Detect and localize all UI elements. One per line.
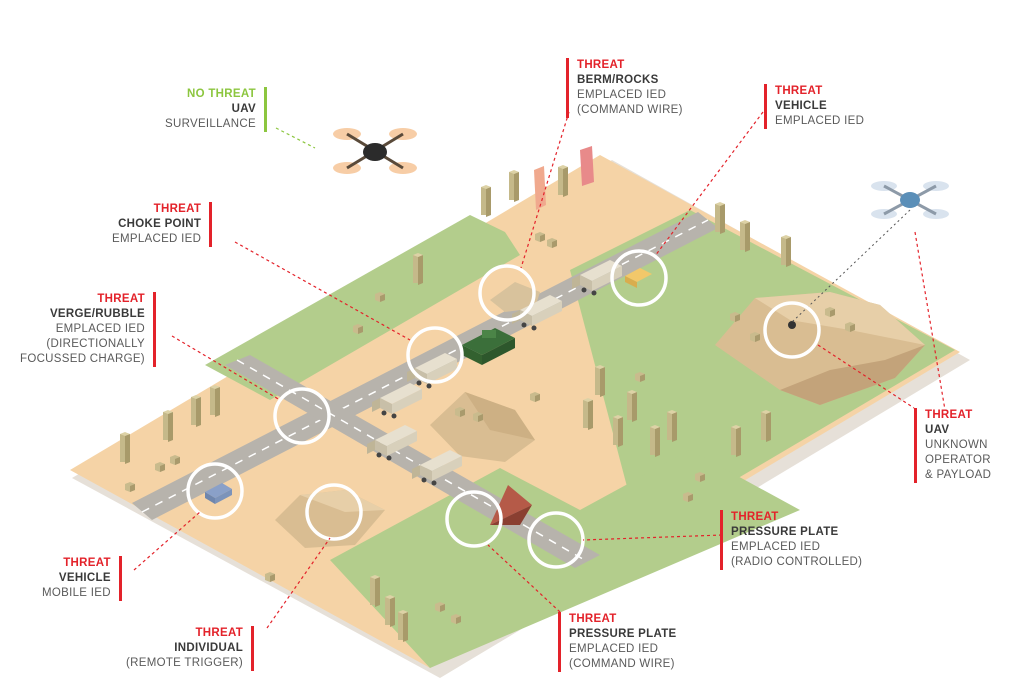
callout-choke-point: THREAT CHOKE POINT EMPLACED IED xyxy=(112,202,213,247)
berm-mound xyxy=(490,282,540,312)
callout-desc: (REMOTE TRIGGER) xyxy=(126,657,244,669)
callout-desc: (COMMAND WIRE) xyxy=(569,658,675,670)
callout-uav-surveillance: NO THREAT UAV SURVEILLANCE xyxy=(165,87,267,132)
callout-vehicle-emplaced: THREAT VEHICLE EMPLACED IED xyxy=(764,84,864,129)
callout-status: THREAT xyxy=(731,511,779,523)
callout-status: THREAT xyxy=(195,627,244,639)
callout-status: THREAT xyxy=(153,203,202,215)
callout-status: THREAT xyxy=(577,59,625,71)
callout-desc: UNKNOWN xyxy=(925,439,988,451)
callout-desc: EMPLACED IED xyxy=(775,115,865,127)
threat-ring-vehicle xyxy=(610,249,668,307)
callout-berm-rocks: THREAT BERM/ROCKS EMPLACED IED (COMMAND … xyxy=(566,58,683,118)
callout-desc: FOCUSSED CHARGE) xyxy=(20,353,145,365)
callout-vehicle-mobile: THREAT VEHICLE MOBILE IED xyxy=(42,556,122,601)
callout-type: VEHICLE xyxy=(775,100,827,112)
callout-desc: MOBILE IED xyxy=(42,587,111,599)
grass-area-left xyxy=(205,215,520,400)
callout-type: CHOKE POINT xyxy=(118,218,202,230)
threat-ring-verge xyxy=(273,387,331,445)
threat-ring-choke-point xyxy=(406,326,464,384)
callout-desc: EMPLACED IED xyxy=(112,233,202,245)
uav-surveillance-drone xyxy=(333,128,417,174)
callout-desc: SURVEILLANCE xyxy=(165,118,256,130)
threat-ring-berm xyxy=(478,264,536,322)
callout-individual: THREAT INDIVIDUAL (REMOTE TRIGGER) xyxy=(126,626,255,671)
callout-type: UAV xyxy=(925,424,950,436)
callout-type: PRESSURE PLATE xyxy=(731,526,839,538)
callout-type: UAV xyxy=(231,103,256,115)
callout-status: NO THREAT xyxy=(187,88,256,100)
callout-verge-rubble: THREAT VERGE/RUBBLE EMPLACED IED (DIRECT… xyxy=(20,292,156,367)
threat-ring-individual xyxy=(305,483,363,541)
yellow-vehicle xyxy=(625,268,652,288)
callout-status: THREAT xyxy=(925,409,973,421)
threat-ring-uav xyxy=(763,301,821,359)
callout-desc: (DIRECTIONALLY xyxy=(46,338,145,350)
callout-uav-unknown: THREAT UAV UNKNOWN OPERATOR & PAYLOAD xyxy=(914,408,991,483)
callout-status: THREAT xyxy=(63,557,111,569)
callout-status: THREAT xyxy=(775,85,823,97)
uav-unknown-drone xyxy=(871,181,949,219)
callout-desc: EMPLACED IED xyxy=(731,541,821,553)
callout-type: VERGE/RUBBLE xyxy=(49,308,145,320)
callout-desc: EMPLACED IED xyxy=(577,89,667,101)
callout-pressure-plate-radio: THREAT PRESSURE PLATE EMPLACED IED (RADI… xyxy=(720,510,862,570)
callout-desc: (COMMAND WIRE) xyxy=(577,104,683,116)
callout-desc: OPERATOR xyxy=(925,454,991,466)
berm-red-pillar xyxy=(580,146,594,186)
callout-type: VEHICLE xyxy=(58,572,111,584)
callout-pressure-plate-wire: THREAT PRESSURE PLATE EMPLACED IED (COMM… xyxy=(558,612,677,672)
callout-desc: EMPLACED IED xyxy=(55,323,145,335)
tank xyxy=(462,328,515,365)
callout-desc: & PAYLOAD xyxy=(925,469,992,481)
threat-ring-plate-wire xyxy=(445,490,503,548)
callout-desc: EMPLACED IED xyxy=(569,643,659,655)
callout-status: THREAT xyxy=(97,293,145,305)
callout-type: BERM/ROCKS xyxy=(577,74,659,86)
threat-ring-mobile xyxy=(186,462,244,520)
callout-desc: (RADIO CONTROLLED) xyxy=(731,556,863,568)
callout-status: THREAT xyxy=(569,613,617,625)
sand-patch xyxy=(250,425,380,498)
civilian-car xyxy=(205,483,232,504)
uav-payload xyxy=(788,321,796,329)
callout-type: INDIVIDUAL xyxy=(174,642,244,654)
callout-type: PRESSURE PLATE xyxy=(569,628,677,640)
